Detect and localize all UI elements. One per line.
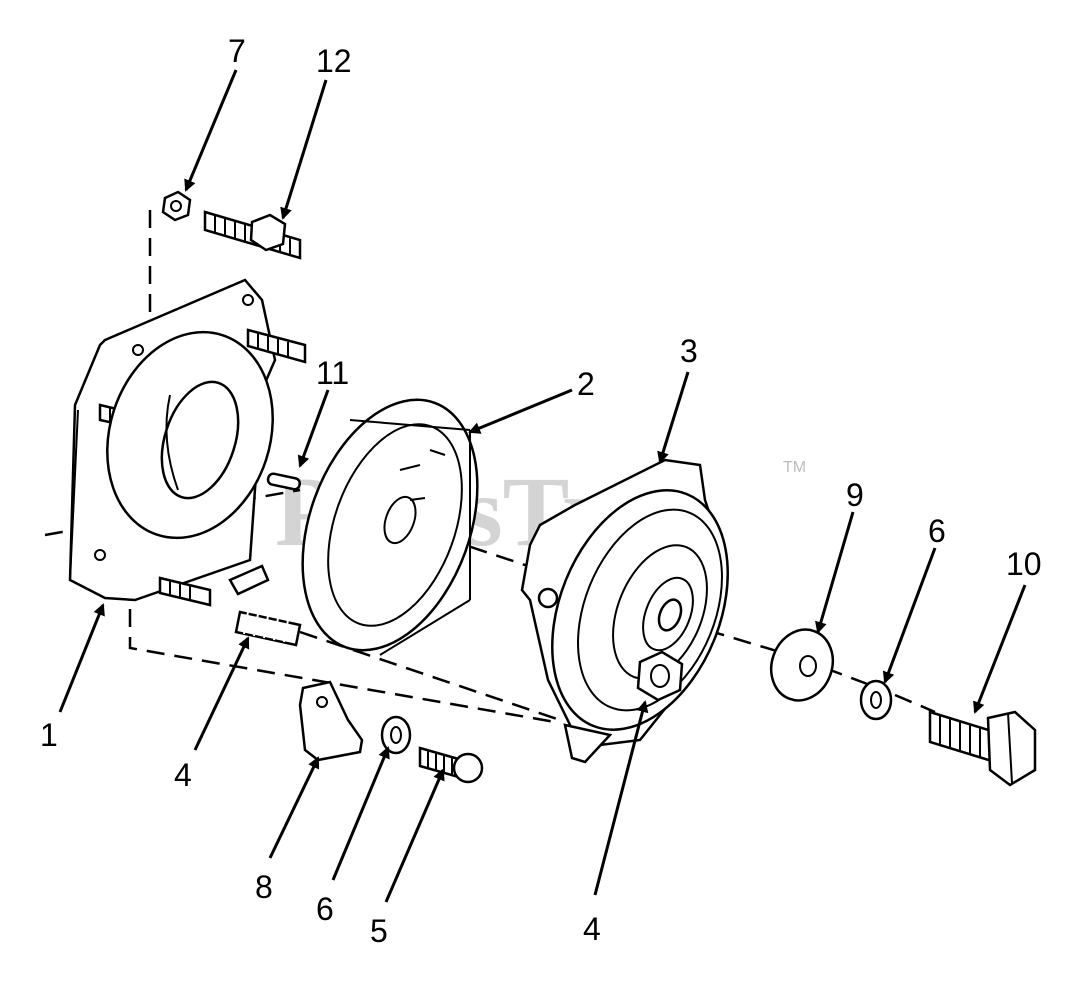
callout-2: 2 <box>577 366 595 402</box>
callout-11: 11 <box>316 355 349 391</box>
callout-labels: 7 12 11 2 3 9 6 10 1 4 8 6 5 4 <box>40 33 1042 949</box>
callout-3: 3 <box>680 333 698 369</box>
cap-screw-part-5 <box>418 746 484 784</box>
hex-nut-part-4-lower <box>636 650 684 702</box>
lock-washer-part-6-right <box>859 679 893 721</box>
callout-6-lower: 6 <box>316 891 334 927</box>
callout-9: 9 <box>846 477 864 513</box>
callout-1: 1 <box>40 717 58 753</box>
lock-washer-part-6-lower <box>380 715 412 755</box>
callout-7: 7 <box>228 33 246 69</box>
hex-bolt-part-10 <box>928 710 1037 787</box>
callout-4-lower: 4 <box>583 911 601 947</box>
flat-washer-part-9 <box>769 628 835 702</box>
callout-8: 8 <box>255 869 273 905</box>
leader-arrows <box>58 69 1027 903</box>
spring-part-4 <box>234 610 302 647</box>
callout-4-upper: 4 <box>174 757 192 793</box>
bracket-part-8 <box>298 680 364 762</box>
watermark-trademark: TM <box>783 459 806 476</box>
callout-6-right: 6 <box>928 513 946 549</box>
key-part-11 <box>266 472 302 491</box>
mounting-plate-part-1 <box>68 278 307 607</box>
callout-5: 5 <box>370 913 388 949</box>
armature-disc-part-2 <box>301 398 479 656</box>
callout-10: 10 <box>1006 546 1042 582</box>
hex-nut-part-7 <box>161 190 192 222</box>
callout-12: 12 <box>316 43 352 79</box>
stud-bolt-part-12 <box>203 210 302 260</box>
